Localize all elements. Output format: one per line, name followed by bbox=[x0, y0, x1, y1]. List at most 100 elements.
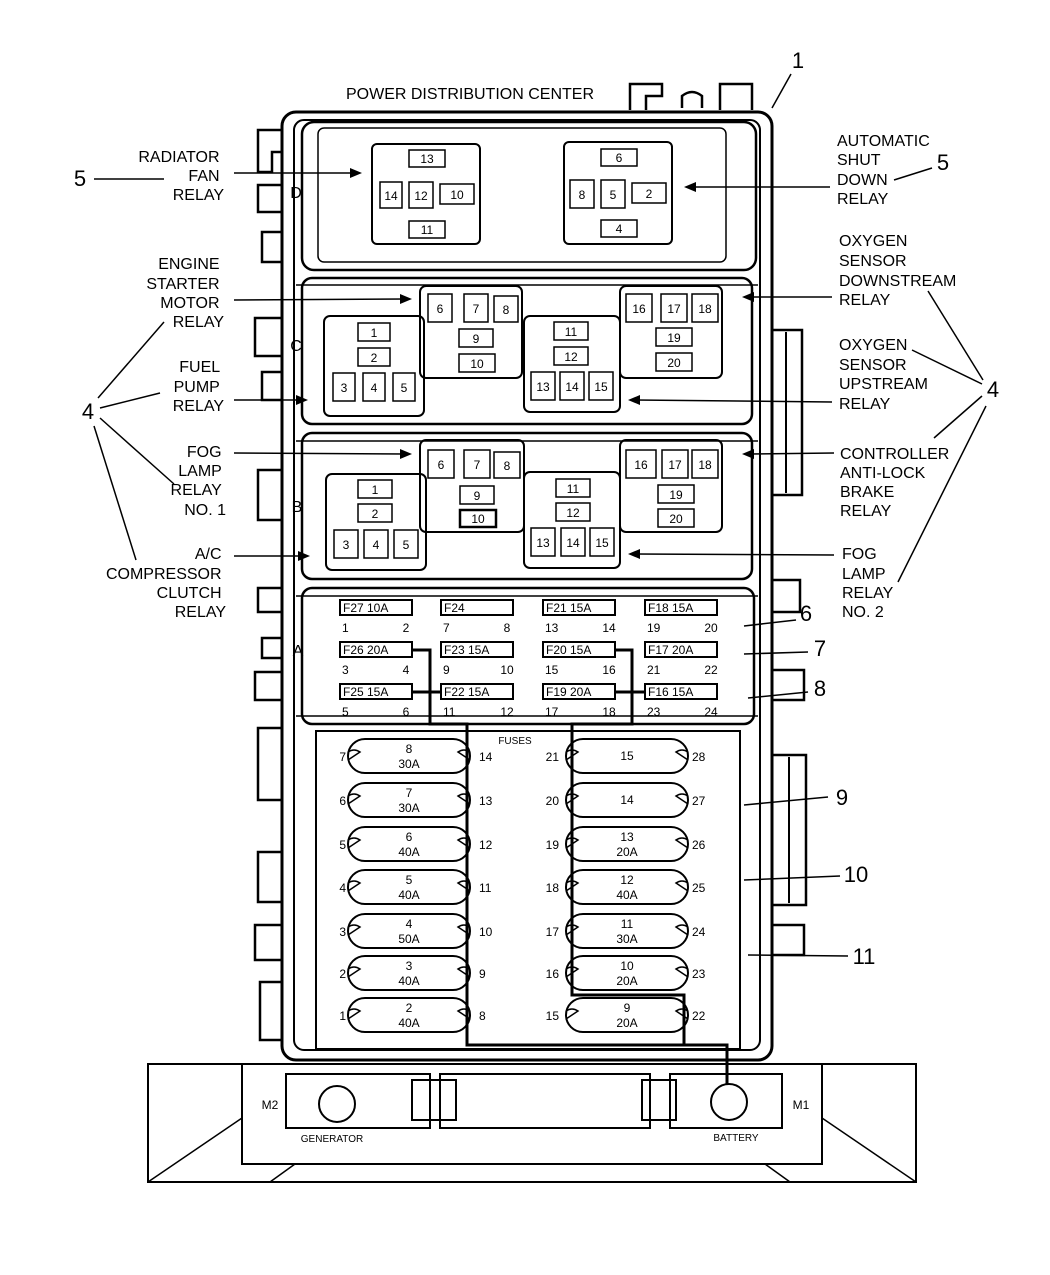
fuse-label: F24 bbox=[444, 601, 465, 615]
relay-socket-1-5: 1 2 3 4 5 bbox=[323, 315, 425, 417]
fuse-pin: 18 bbox=[602, 705, 616, 719]
fuse-label: F17 20A bbox=[648, 643, 693, 657]
label-engine-starter-motor-relay: ENGINE STARTER MOTOR RELAY bbox=[146, 256, 224, 331]
relay-pin: 10 bbox=[471, 512, 485, 526]
label-ac-compressor-clutch-relay: A/C COMPRESSOR CLUTCH RELAY bbox=[106, 546, 226, 621]
fuse-pin: 2 bbox=[403, 621, 410, 635]
diagram-title: POWER DISTRIBUTION CENTER bbox=[346, 86, 594, 103]
fuse-number: 2 bbox=[406, 1001, 413, 1015]
fuse-cavity: 15 bbox=[546, 1009, 560, 1023]
relay-pin: 16 bbox=[632, 302, 646, 316]
relay-pin: 3 bbox=[343, 538, 350, 552]
fuse-cavity: 3 bbox=[339, 925, 346, 939]
relay-socket-11-15: 11 12 13 14 15 bbox=[523, 315, 621, 413]
relay-pin: 19 bbox=[669, 488, 683, 502]
fuse-number: 12 bbox=[620, 873, 634, 887]
relay-pin: 2 bbox=[372, 507, 379, 521]
fuse-pin: 16 bbox=[602, 663, 616, 677]
relay-pin: 11 bbox=[567, 482, 580, 496]
relay-pin: 5 bbox=[401, 381, 408, 395]
relay-pin: 6 bbox=[437, 302, 444, 316]
label-fuel-pump-relay: FUEL PUMP RELAY bbox=[173, 359, 225, 415]
fuse-label: F22 15A bbox=[444, 685, 489, 699]
relay-socket-6-10: 6 7 8 9 10 bbox=[419, 285, 523, 379]
relay-pin: 12 bbox=[564, 350, 578, 364]
fuse-amp: 20A bbox=[616, 845, 637, 859]
fuse-cavity: 9 bbox=[479, 967, 486, 981]
relay-pin: 4 bbox=[373, 538, 380, 552]
callout-7: 7 bbox=[814, 636, 826, 661]
fuse-pin: 20 bbox=[704, 621, 718, 635]
row-c: C 1 2 3 4 5 6 7 8 9 10 bbox=[290, 276, 758, 426]
relay-pin: 4 bbox=[371, 381, 378, 395]
relay-pin: 14 bbox=[384, 189, 398, 203]
relay-pin: 20 bbox=[669, 512, 683, 526]
fuse-number: 4 bbox=[406, 917, 413, 931]
fuse-cavity: 4 bbox=[339, 881, 346, 895]
callout-4-right: 4 bbox=[987, 377, 999, 402]
fuse-cavity: 16 bbox=[546, 967, 560, 981]
relay-pin: 5 bbox=[403, 538, 410, 552]
asd-relay-socket: 6 8 5 2 4 bbox=[563, 141, 673, 245]
label-controller-anti-lock-brake-relay: CONTROLLER ANTI-LOCK BRAKE RELAY bbox=[840, 446, 954, 520]
fuse-cavity: 2 bbox=[339, 967, 346, 981]
relay-pin: 17 bbox=[668, 458, 682, 472]
relay-pin: 13 bbox=[536, 380, 550, 394]
label-automatic-shut-down-relay: AUTOMATIC SHUT DOWN RELAY bbox=[837, 133, 934, 208]
fuse-number: 8 bbox=[406, 742, 413, 756]
fuses-label: FUSES bbox=[498, 736, 532, 747]
row-label-a: A bbox=[293, 643, 304, 660]
fuse-cavity: 17 bbox=[546, 925, 560, 939]
fuse-pin: 5 bbox=[342, 705, 349, 719]
callout-10: 10 bbox=[844, 862, 868, 887]
row-d: D 13 14 12 10 11 6 8 5 2 4 bbox=[290, 120, 758, 272]
relay-pin: 19 bbox=[667, 331, 681, 345]
fuse-number: 7 bbox=[406, 786, 413, 800]
relay-socket-16-20: 16 17 18 19 20 bbox=[619, 439, 723, 533]
fuse-cavity: 7 bbox=[339, 750, 346, 764]
relay-pin: 18 bbox=[698, 302, 712, 316]
fuse-pin: 11 bbox=[443, 705, 456, 719]
fuse-pin: 17 bbox=[545, 705, 559, 719]
fuse-number: 9 bbox=[624, 1001, 631, 1015]
fuse-pin: 6 bbox=[403, 705, 410, 719]
fuse-pin: 21 bbox=[647, 663, 661, 677]
relay-pin: 11 bbox=[421, 223, 434, 237]
relay-pin: 15 bbox=[594, 380, 608, 394]
base: M2 M1 GENERATOR BATTERY bbox=[147, 1063, 917, 1183]
fuse-number: 13 bbox=[620, 830, 634, 844]
radiator-fan-relay-socket: 13 14 12 10 11 bbox=[371, 143, 481, 245]
fuse-amp: 40A bbox=[398, 888, 419, 902]
fuse-amp: 20A bbox=[616, 974, 637, 988]
fuse-number: 11 bbox=[621, 917, 634, 931]
callout-8: 8 bbox=[814, 676, 826, 701]
fuse-pin: 1 bbox=[342, 621, 349, 635]
callout-6: 6 bbox=[800, 601, 812, 626]
fuse-amp: 50A bbox=[398, 932, 419, 946]
fuse-cavity: 28 bbox=[692, 750, 706, 764]
fuse-cavity: 14 bbox=[479, 750, 493, 764]
fuse-amp: 40A bbox=[398, 974, 419, 988]
fuse-cavity: 13 bbox=[479, 794, 493, 808]
fuse-pin: 22 bbox=[704, 663, 718, 677]
callout-1: 1 bbox=[792, 48, 804, 73]
fuse-pin: 24 bbox=[704, 705, 718, 719]
label-oxygen-sensor-downstream-relay: OXYGEN SENSOR DOWNSTREAM RELAY bbox=[839, 233, 961, 309]
relay-pin: 5 bbox=[610, 188, 617, 202]
fuse-amp: 40A bbox=[398, 845, 419, 859]
fuse-amp: 30A bbox=[616, 932, 637, 946]
relay-pin: 14 bbox=[565, 380, 579, 394]
relay-pin: 13 bbox=[536, 536, 550, 550]
fuse-pin: 8 bbox=[504, 621, 511, 635]
